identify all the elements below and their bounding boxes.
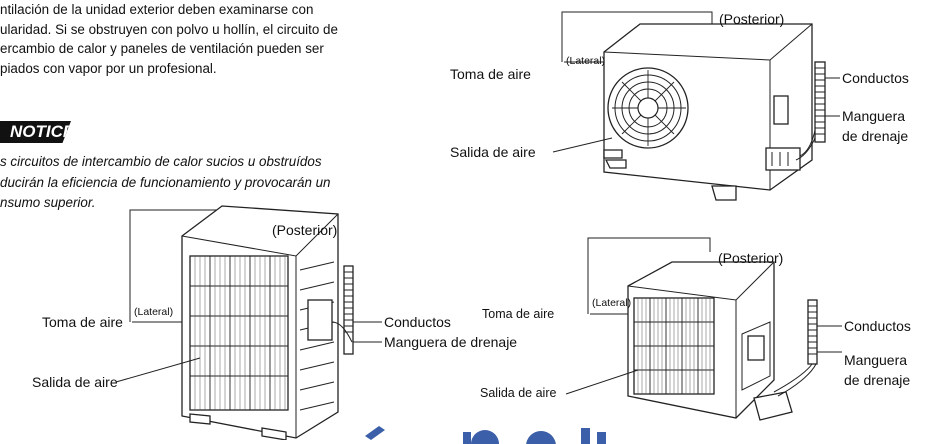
bottom-right-air-outlet-label: Salida de aire [480, 386, 557, 400]
top-right-posterior-label: (Posterior) [719, 11, 785, 27]
bottom-left-ducts-label: Conductos [384, 314, 451, 330]
watermark-graphic [365, 426, 606, 444]
bottom-right-lateral-label: (Lateral) [592, 297, 632, 309]
bottom-right-ducts-label: Conductos [844, 318, 911, 334]
bottom-left-drain-hose-label: Manguera de drenaje [384, 334, 518, 350]
top-right-lateral-label: (Lateral) [566, 55, 606, 67]
bottom-left-air-intake-label: Toma de aire [42, 314, 123, 330]
bottom-right-outdoor-unit [565, 237, 842, 421]
bottom-right-posterior-label: (Posterior) [718, 250, 784, 266]
top-right-drain-hose-label-2: de drenaje [842, 128, 909, 144]
bottom-left-posterior-label: (Posterior) [272, 222, 338, 238]
notice-text: s circuitos de intercambio de calor suci… [0, 154, 331, 210]
top-right-drain-hose-label-1: Manguera [842, 108, 906, 124]
top-right-ducts-label: Conductos [842, 70, 909, 86]
bottom-left-outdoor-unit [115, 205, 382, 440]
notice-badge: NOTICE [0, 121, 71, 143]
top-right-outdoor-unit [552, 11, 840, 201]
bottom-right-drain-hose-label-2: de drenaje [844, 372, 911, 388]
bottom-left-lateral-label: (Lateral) [134, 306, 174, 318]
bottom-right-air-intake-label: Toma de aire [482, 307, 555, 321]
bottom-left-air-outlet-label: Salida de aire [32, 374, 118, 390]
top-right-air-intake-label: Toma de aire [450, 66, 531, 82]
bottom-right-drain-hose-label-1: Manguera [844, 352, 908, 368]
intro-paragraph: ntilación de la unidad exterior deben ex… [0, 2, 338, 76]
top-right-air-outlet-label: Salida de aire [450, 144, 536, 160]
